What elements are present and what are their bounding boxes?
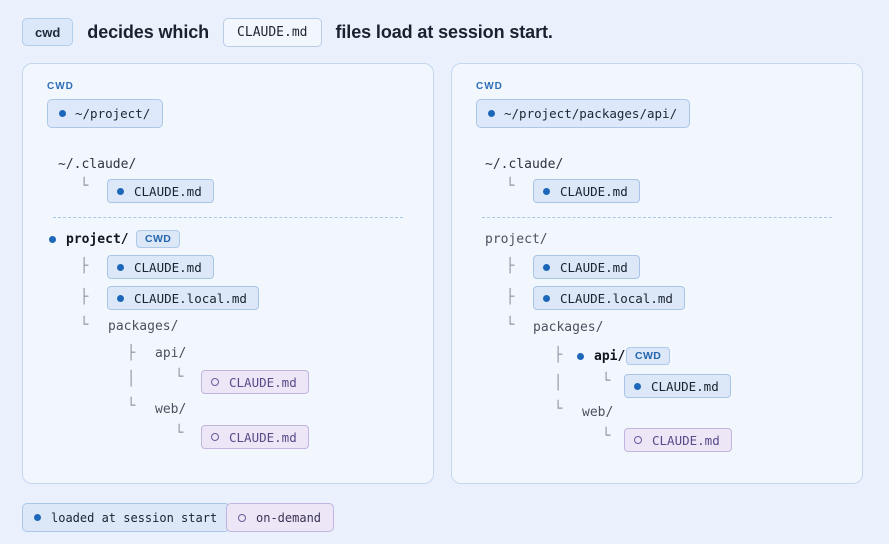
cwd-badge: CWD	[626, 347, 671, 365]
web-claude-md-file: CLAUDE.md	[201, 425, 309, 449]
loaded-dot-icon	[634, 382, 641, 390]
cwd-path: ~/project/	[47, 99, 164, 128]
tree-corner-glyph: └	[602, 373, 611, 389]
packages-dir: packages/	[108, 319, 179, 334]
loaded-dot-icon	[577, 353, 584, 360]
tree-tee-glyph: ├	[506, 258, 515, 274]
claude-md-chip: CLAUDE.md	[223, 17, 322, 47]
cwd-path-text: ~/project/	[75, 106, 151, 121]
legend-loaded-label: loaded at session start	[51, 510, 218, 525]
web-dir: web/	[155, 402, 187, 417]
tree-pipe-glyph: │	[127, 371, 136, 387]
ondemand-ring-icon	[211, 433, 219, 441]
packages-dir: packages/	[533, 320, 604, 335]
file-name: CLAUDE.md	[134, 259, 202, 275]
web-claude-md-file: CLAUDE.md	[624, 428, 732, 452]
legend-ondemand: on-demand	[226, 503, 335, 532]
api-dir: api/	[577, 349, 625, 364]
cwd-path: ~/project/packages/api/	[476, 99, 691, 128]
tree-corner-glyph: └	[127, 398, 136, 414]
loaded-dot-icon	[488, 110, 495, 117]
file-name: CLAUDE.md	[560, 183, 628, 199]
home-claude-md-file: CLAUDE.md	[533, 179, 640, 203]
loaded-dot-icon	[34, 514, 41, 521]
tree-corner-glyph: └	[602, 428, 611, 444]
tree-corner-glyph: └	[506, 317, 515, 333]
tree-tee-glyph: ├	[80, 258, 89, 274]
file-name: CLAUDE.local.md	[560, 290, 673, 306]
dir-name: api/	[594, 349, 626, 364]
tree-corner-glyph: └	[554, 401, 563, 417]
tree-tee-glyph: ├	[80, 289, 89, 305]
cwd-label: CWD	[47, 81, 74, 92]
file-name: CLAUDE.md	[651, 378, 719, 394]
divider	[482, 217, 832, 218]
loaded-dot-icon	[59, 110, 66, 117]
loaded-dot-icon	[117, 263, 124, 271]
divider	[53, 217, 403, 218]
file-name: CLAUDE.md	[229, 429, 297, 445]
project-dir: project/	[49, 232, 129, 247]
header-text-a: decides which	[87, 21, 210, 42]
file-name: CLAUDE.local.md	[134, 290, 247, 306]
panel-cwd-project: CWD ~/project/ ~/.claude/ └ CLAUDE.md pr…	[22, 63, 434, 484]
loaded-dot-icon	[543, 263, 550, 271]
file-name: CLAUDE.md	[652, 432, 720, 448]
tree-corner-glyph: └	[506, 178, 515, 194]
panel-cwd-api: CWD ~/project/packages/api/ ~/.claude/ └…	[451, 63, 863, 484]
home-claude-dir: ~/.claude/	[485, 157, 564, 172]
loaded-dot-icon	[543, 187, 550, 195]
ondemand-ring-icon	[634, 436, 642, 444]
tree-corner-glyph: └	[80, 178, 89, 194]
file-name: CLAUDE.md	[560, 259, 628, 275]
cwd-badge: CWD	[136, 230, 181, 248]
web-dir: web/	[582, 405, 614, 420]
api-claude-md-file: CLAUDE.md	[201, 370, 309, 394]
cwd-label: CWD	[476, 81, 503, 92]
tree-corner-glyph: └	[175, 369, 184, 385]
legend-loaded: loaded at session start	[22, 503, 231, 532]
cwd-chip: cwd	[22, 18, 74, 46]
home-claude-dir: ~/.claude/	[58, 157, 137, 172]
cwd-path-text: ~/project/packages/api/	[504, 106, 678, 121]
api-claude-md-file: CLAUDE.md	[624, 374, 731, 398]
api-dir: api/	[155, 346, 187, 361]
home-claude-md-file: CLAUDE.md	[107, 179, 214, 203]
legend-ondemand-label: on-demand	[256, 510, 322, 525]
tree-pipe-glyph: │	[554, 375, 563, 391]
loaded-dot-icon	[49, 236, 56, 243]
ondemand-ring-icon	[211, 378, 219, 386]
project-claude-md-file: CLAUDE.md	[533, 255, 640, 279]
ondemand-ring-icon	[238, 513, 246, 522]
file-name: CLAUDE.md	[134, 183, 202, 199]
project-dir: project/	[485, 232, 548, 247]
project-claude-local-md-file: CLAUDE.local.md	[107, 286, 259, 310]
tree-corner-glyph: └	[80, 317, 89, 333]
header-text-b: files load at session start.	[335, 21, 553, 42]
tree-tee-glyph: ├	[506, 289, 515, 305]
tree-tee-glyph: ├	[554, 347, 563, 363]
dir-name: project/	[66, 232, 129, 247]
tree-tee-glyph: ├	[127, 345, 136, 361]
project-claude-md-file: CLAUDE.md	[107, 255, 214, 279]
file-name: CLAUDE.md	[229, 374, 297, 390]
tree-corner-glyph: └	[175, 425, 184, 441]
header: cwd decides which CLAUDE.md files load a…	[22, 17, 567, 47]
loaded-dot-icon	[117, 294, 124, 302]
loaded-dot-icon	[543, 294, 550, 302]
project-claude-local-md-file: CLAUDE.local.md	[533, 286, 685, 310]
loaded-dot-icon	[117, 187, 124, 195]
